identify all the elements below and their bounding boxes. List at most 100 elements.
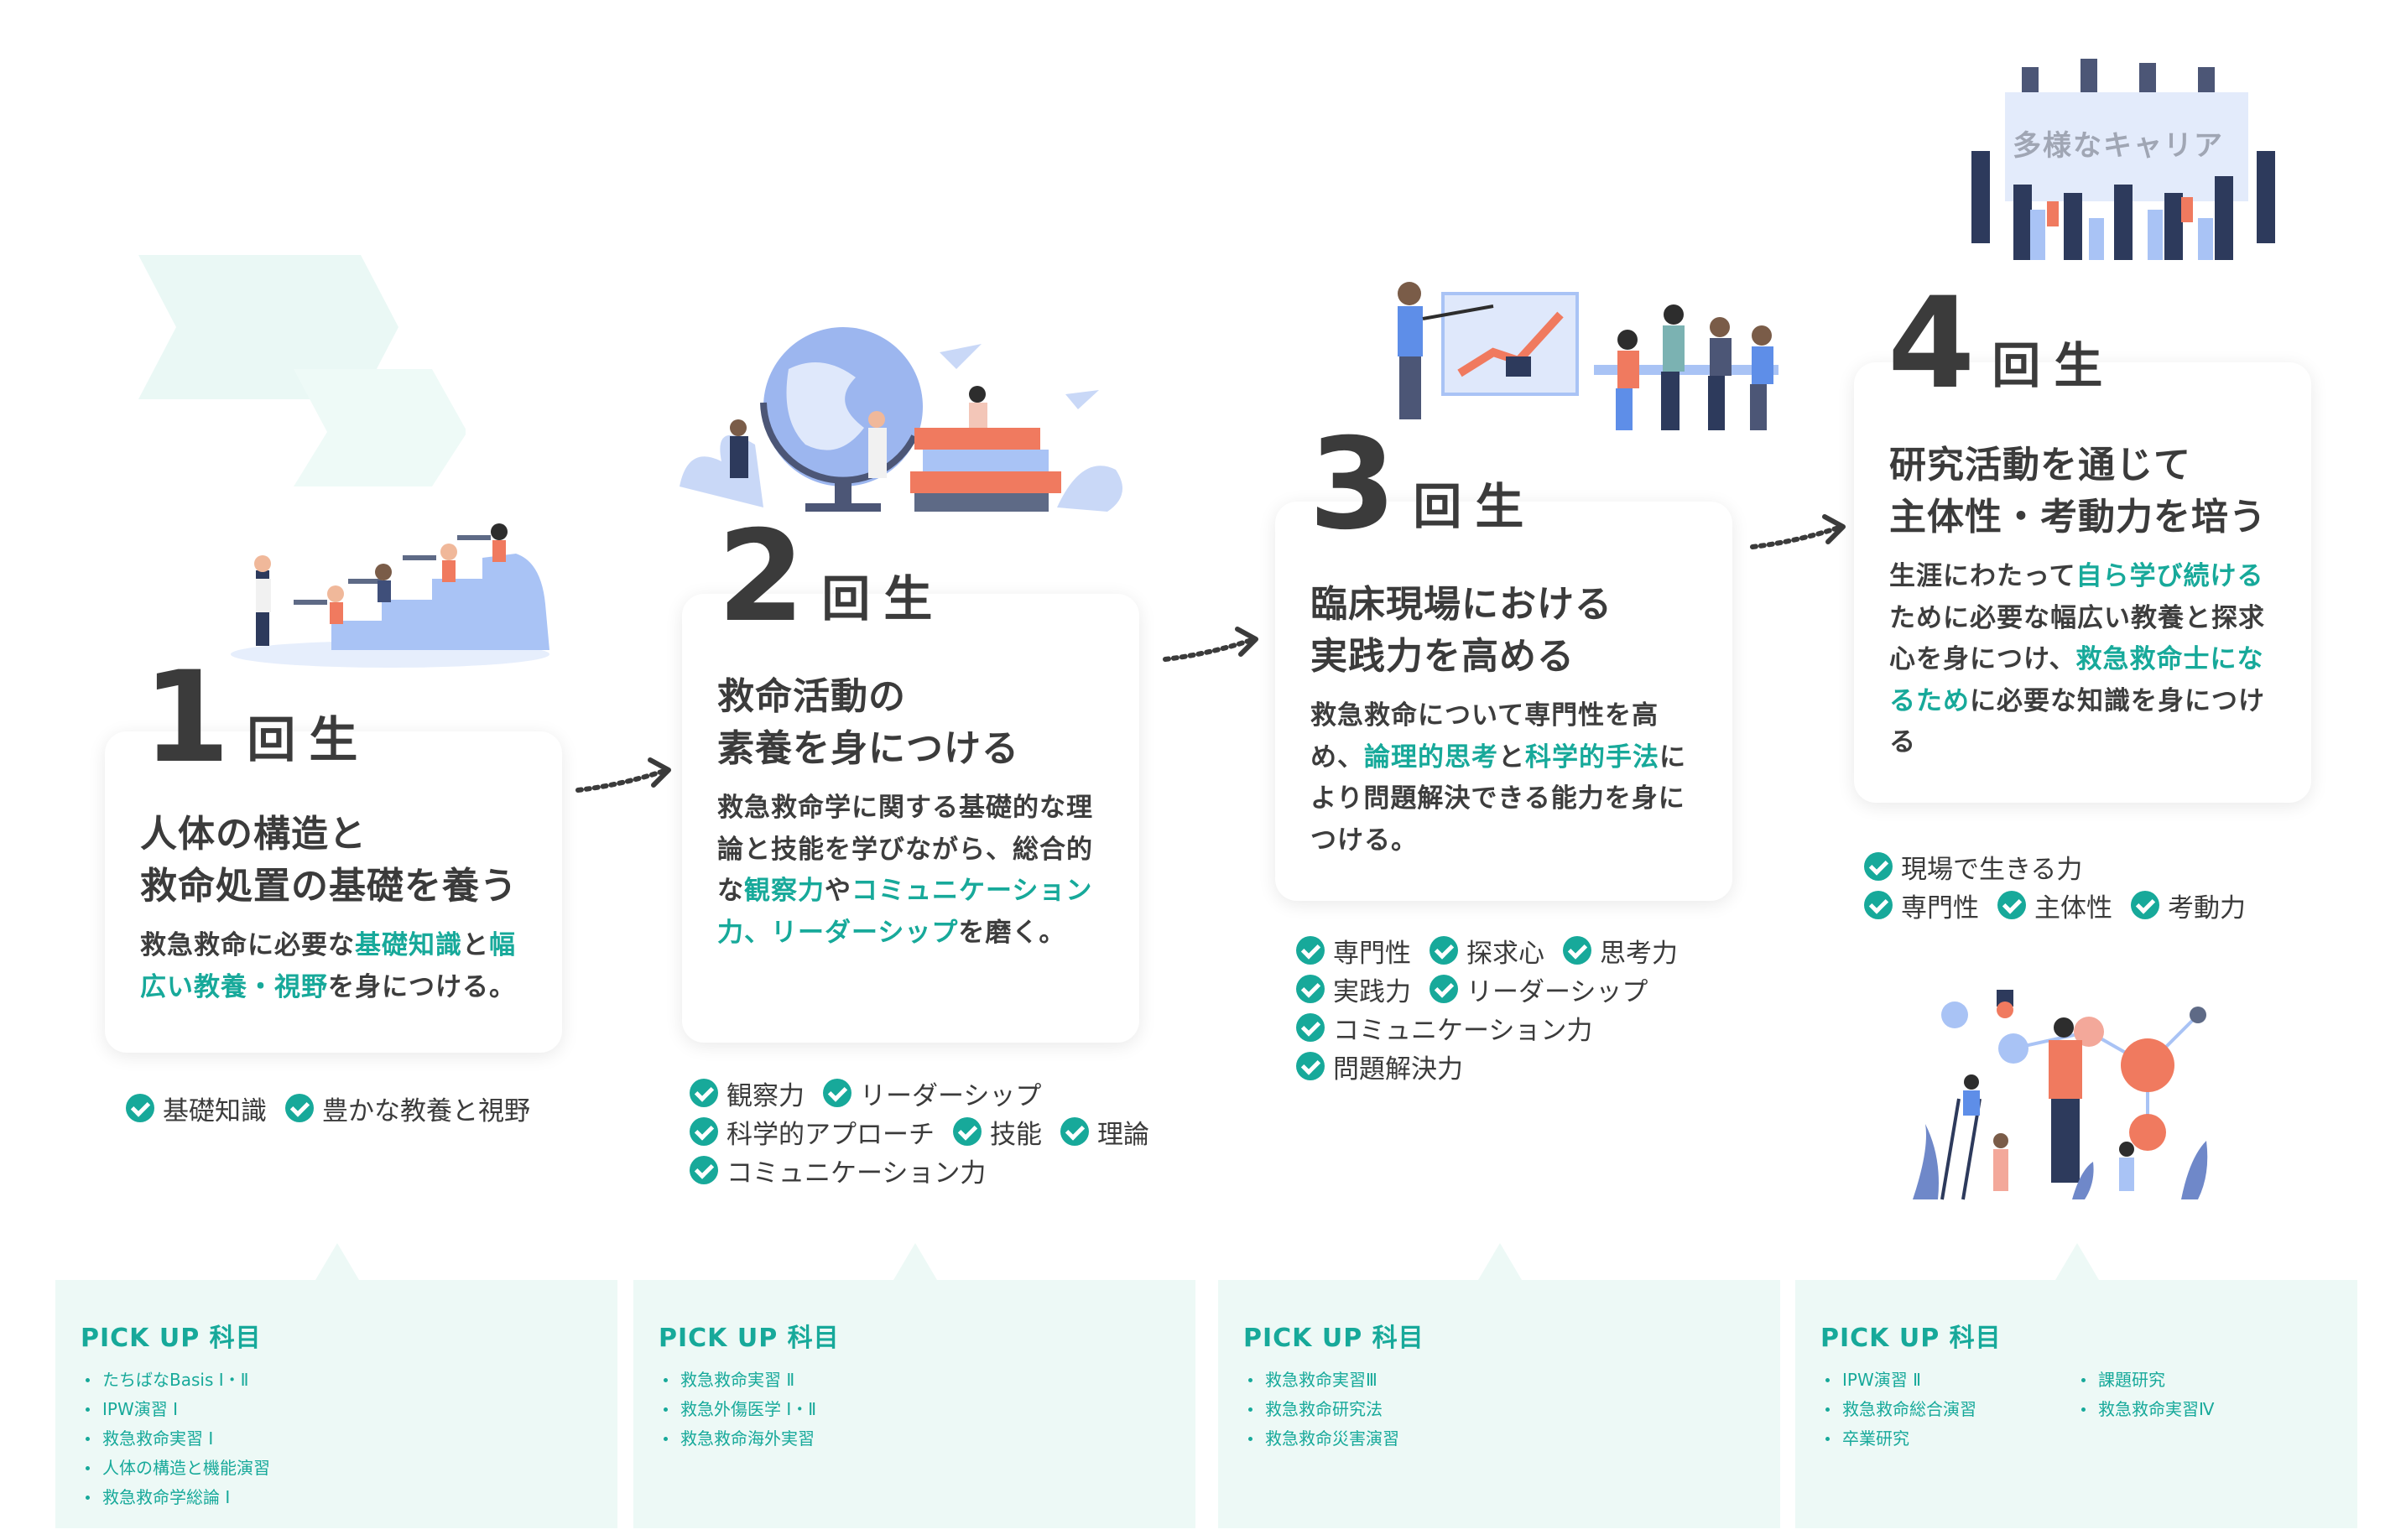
skill-label: 主体性 xyxy=(2034,892,2112,923)
skill-label: 現場で生きる力 xyxy=(1901,854,2083,885)
year-suffix: 回生 xyxy=(1992,337,2117,394)
check-circle-icon xyxy=(1296,1052,1325,1080)
description-text: ために必要な幅広い教養と探求心を身につけ、 xyxy=(1889,602,2265,675)
skill-item: コミュニケーション力 xyxy=(690,1152,986,1189)
course-item: 救急救命実習Ⅳ xyxy=(2076,1395,2332,1424)
skill-label: 探求心 xyxy=(1466,938,1544,969)
year-4-title: 研究活動を通じて 主体性・考動力を培う xyxy=(1889,444,2267,539)
skill-item: コミュニケーション力 xyxy=(1296,1009,1592,1047)
skill-label: 思考力 xyxy=(1600,938,1678,969)
skill-row: 問題解決力 xyxy=(1296,1047,1678,1085)
pickup-title: PICK UP 科目 xyxy=(81,1324,262,1353)
graduates-career-illustration xyxy=(1971,59,2275,260)
skill-row: 専門性 主体性 考動力 xyxy=(1864,886,2246,924)
skill-label: 基礎知識 xyxy=(163,1095,267,1126)
check-circle-icon xyxy=(1997,891,2026,919)
year-2-card: 救命活動の 素養を身につける 救急救命学に関する基礎的な理論と技能を学びながら、… xyxy=(682,594,1139,1043)
skill-label: 専門性 xyxy=(1901,892,1979,923)
highlight-text: 自ら学び続ける xyxy=(2075,560,2264,591)
course-item: IPW演習 Ⅱ xyxy=(1820,1366,2076,1395)
skill-item: 技能 xyxy=(953,1113,1042,1151)
skill-label: リーダーシップ xyxy=(860,1080,1042,1111)
highlight-text: 幅広い教養・視野 xyxy=(140,929,516,1002)
highlight-text: 観察力 xyxy=(744,876,825,907)
skill-item: 主体性 xyxy=(1997,887,2112,924)
course-item: 救急救命実習Ⅲ xyxy=(1243,1366,1512,1395)
skill-item: 思考力 xyxy=(1563,932,1678,970)
skill-item: 観察力 xyxy=(690,1074,805,1112)
course-item: 救急救命総合演習 xyxy=(1820,1395,2076,1424)
year-4-skills: 現場で生きる力専門性 主体性 考動力 xyxy=(1864,847,2246,924)
year-number: 4 xyxy=(1888,271,1976,417)
skill-item: 科学的アプローチ xyxy=(690,1113,935,1151)
skill-item: 実践力 xyxy=(1296,970,1411,1008)
year-3-title: 臨床現場における 実践力を高める xyxy=(1310,583,1612,679)
skill-item: リーダーシップ xyxy=(1430,970,1648,1008)
skill-label: 技能 xyxy=(990,1119,1042,1150)
skill-item: リーダーシップ xyxy=(823,1074,1041,1112)
year-1-heading: 1 回生 xyxy=(143,655,372,781)
course-item: IPW演習 Ⅰ xyxy=(81,1395,349,1424)
pickup-title: PICK UP 科目 xyxy=(659,1324,840,1353)
skill-label: 観察力 xyxy=(726,1080,805,1111)
year-2-title: 救命活動の 素養を身につける xyxy=(717,675,1019,771)
course-item: 救急救命災害演習 xyxy=(1243,1424,1512,1454)
pickup-list: 課題研究救急救命実習Ⅳ xyxy=(2076,1366,2332,1454)
year-4-card: 研究活動を通じて 主体性・考動力を培う 生涯にわたって自ら学び続けるために必要な… xyxy=(1854,362,2311,803)
skill-label: 考動力 xyxy=(2168,892,2246,923)
network-team-illustration xyxy=(1913,990,2208,1200)
skill-item: 理論 xyxy=(1060,1113,1149,1151)
skill-item: 考動力 xyxy=(2131,887,2246,924)
skill-item: 豊かな教養と視野 xyxy=(285,1090,530,1127)
presentation-illustration xyxy=(1398,282,1778,430)
year-1-title: 人体の構造と 救命処置の基礎を養う xyxy=(140,813,518,908)
year-3-skills: 専門性探求心思考力実践力リーダーシップコミュニケーション力問題解決力 xyxy=(1296,931,1678,1085)
skill-row: 観察力 リーダーシップ xyxy=(690,1074,1149,1112)
year-3-description: 救急救命について専門性を高め、論理的思考と科学的手法により問題解決できる能力を身… xyxy=(1310,695,1709,861)
description-text: を磨く。 xyxy=(958,917,1066,948)
year-suffix: 回生 xyxy=(247,711,372,768)
course-item: 救急救命学総論 Ⅰ xyxy=(81,1483,349,1512)
check-circle-icon xyxy=(1296,975,1325,1003)
highlight-text: 基礎知識 xyxy=(355,929,462,960)
highlight-text: 科学的手法 xyxy=(1525,741,1659,773)
skill-row: 基礎知識豊かな教養と視野 xyxy=(126,1089,530,1127)
year-suffix: 回生 xyxy=(821,570,946,627)
course-item: 救急救命研究法 xyxy=(1243,1395,1512,1424)
check-circle-icon xyxy=(1060,1117,1089,1146)
year-number: 2 xyxy=(717,504,805,650)
description-text: により問題解決できる能力を身につける。 xyxy=(1310,741,1686,856)
pickup-title: PICK UP 科目 xyxy=(1243,1324,1424,1353)
course-item: たちばなBasis Ⅰ・Ⅱ xyxy=(81,1366,349,1395)
globe-books-illustration xyxy=(680,327,1122,512)
course-item: 課題研究 xyxy=(2076,1366,2332,1395)
description-text: や xyxy=(825,876,851,907)
highlight-text: 救急救命士になるため xyxy=(1889,644,2264,716)
skill-row: コミュニケーション力 xyxy=(690,1151,1149,1189)
check-circle-icon xyxy=(285,1094,314,1122)
arrow-right-icon xyxy=(1750,514,1846,549)
course-item: 卒業研究 xyxy=(1820,1424,2076,1454)
check-circle-icon xyxy=(1430,936,1458,965)
check-circle-icon xyxy=(690,1117,718,1146)
stairs-students-illustration xyxy=(231,523,549,668)
description-text: と xyxy=(462,929,489,960)
skill-label: コミュニケーション力 xyxy=(1333,1015,1593,1046)
check-circle-icon xyxy=(1430,975,1458,1003)
skill-label: 実践力 xyxy=(1333,976,1411,1007)
skill-item: 基礎知識 xyxy=(126,1090,267,1127)
skill-row: 科学的アプローチ 技能理論 xyxy=(690,1112,1149,1151)
skill-label: 科学的アプローチ xyxy=(726,1119,935,1150)
skill-row: 専門性探求心思考力 xyxy=(1296,931,1678,970)
skill-label: コミュニケーション力 xyxy=(726,1158,987,1189)
description-text: 救急救命について専門性を高め、 xyxy=(1310,700,1659,773)
year-4-heading: 4 回生 xyxy=(1888,271,2117,417)
chevron-decoration xyxy=(138,255,466,486)
skill-item: 専門性 xyxy=(1864,887,1979,924)
highlight-text: 論理的思考 xyxy=(1364,741,1498,773)
